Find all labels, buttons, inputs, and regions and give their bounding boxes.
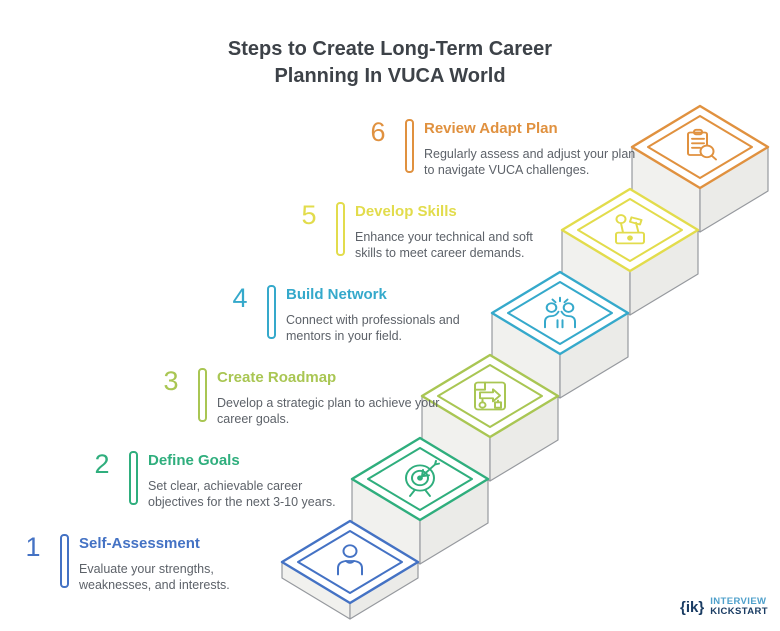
page-title: Steps to Create Long-Term Career Plannin… — [0, 36, 780, 90]
interview-kickstart-logo: {ik} INTERVIEW KICKSTART — [680, 595, 768, 618]
step-block-4: 4 Build Network Connect with professiona… — [223, 284, 492, 345]
step-block-5: 5 Develop Skills Enhance your technical … — [292, 201, 561, 262]
person-icon — [337, 544, 363, 576]
highfive-icon — [544, 296, 576, 329]
target-icon — [405, 459, 440, 497]
step6-title: Review Adapt Plan — [424, 120, 558, 137]
page-title-line1: Steps to Create Long-Term Career — [227, 38, 553, 60]
stair-step-2 — [350, 436, 490, 565]
step6-accent-bar — [405, 119, 414, 173]
step3-diamond — [420, 353, 560, 439]
step6-description: Regularly assess and adjust your plan to… — [424, 146, 636, 178]
step6-number: 6 — [370, 117, 386, 147]
step5-description: Enhance your technical and soft skills t… — [355, 229, 533, 261]
logo-line-interview: INTERVIEW — [710, 595, 767, 607]
logo-line-kickstart: KICKSTART — [710, 606, 768, 618]
stair-step-6 — [630, 104, 770, 233]
step4-description: Connect with professionals and mentors i… — [286, 312, 460, 344]
step-block-6: 6 Review Adapt Plan Regularly assess and… — [361, 118, 640, 179]
step4-title: Build Network — [286, 286, 387, 303]
step3-number: 3 — [163, 366, 179, 396]
step1-diamond — [280, 519, 420, 605]
step2-description: Set clear, achievable career objectives … — [148, 478, 336, 510]
stair-step-1 — [280, 519, 420, 620]
page-title-line2: Planning In VUCA World — [274, 65, 506, 87]
ik-logo-mark: {ik} — [680, 598, 705, 616]
step5-title: Develop Skills — [355, 203, 457, 220]
step1-description: Evaluate your strengths, weaknesses, and… — [79, 561, 230, 593]
step5-number: 5 — [301, 200, 317, 230]
step2-title: Define Goals — [148, 452, 240, 469]
step2-accent-bar — [129, 451, 138, 505]
roadmap-icon — [474, 381, 506, 411]
step3-description: Develop a strategic plan to achieve your… — [217, 395, 440, 427]
step2-number: 2 — [94, 449, 110, 479]
step-block-2: 2 Define Goals Set clear, achievable car… — [85, 450, 350, 511]
step5-diamond — [560, 187, 700, 273]
stair-step-5 — [560, 187, 700, 316]
step1-title: Self-Assessment — [79, 535, 200, 552]
step1-accent-bar — [60, 534, 69, 588]
step-block-1: 1 Self-Assessment Evaluate your strength… — [16, 533, 251, 594]
step4-accent-bar — [267, 285, 276, 339]
step2-diamond — [350, 436, 490, 522]
step1-number: 1 — [25, 532, 41, 562]
step4-number: 4 — [232, 283, 248, 313]
step5-accent-bar — [336, 202, 345, 256]
review-icon — [687, 128, 717, 161]
tools-icon — [615, 214, 645, 245]
step4-diamond — [490, 270, 630, 356]
stair-step-3 — [420, 353, 560, 482]
stair-step-4 — [490, 270, 630, 399]
step6-diamond — [630, 104, 770, 190]
step-block-3: 3 Create Roadmap Develop a strategic pla… — [154, 367, 447, 428]
step3-accent-bar — [198, 368, 207, 422]
step3-title: Create Roadmap — [217, 369, 337, 386]
